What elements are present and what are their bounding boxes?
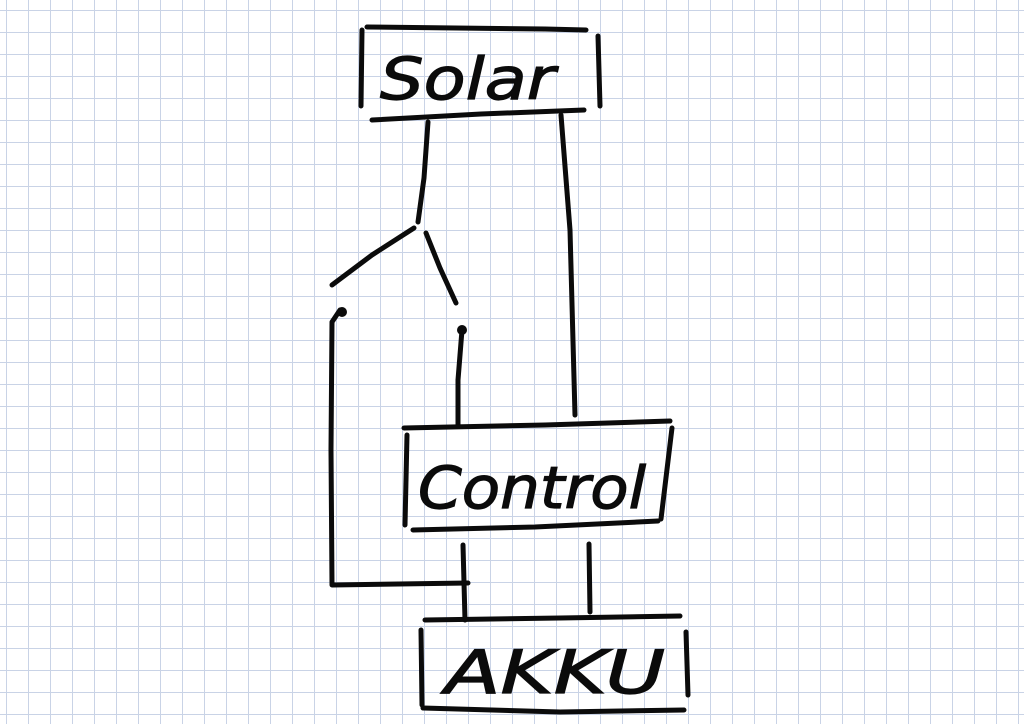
solar-box-top [364, 24, 589, 33]
control-wire-left [460, 542, 468, 623]
solar-wire-left [415, 119, 431, 225]
switch-arm-right [423, 230, 459, 306]
control-box-top [401, 418, 673, 431]
solar-box-right [595, 33, 603, 109]
contact-to-control-wire [455, 327, 465, 428]
akku-box-top [422, 613, 683, 623]
control-box-right [658, 425, 675, 522]
switch [329, 225, 467, 335]
control-box-bottom [410, 518, 661, 533]
control-wire-right [586, 541, 593, 615]
control-block: Control [401, 418, 675, 533]
akku-label: AKKU [440, 638, 665, 708]
solar-wire-right [558, 112, 578, 418]
akku-block: AKKU [418, 613, 691, 715]
control-label: Control [418, 454, 646, 522]
control-box-left [402, 432, 410, 528]
bypass-wire [328, 307, 471, 588]
akku-box-bottom [420, 705, 687, 715]
solar-block: Solar [358, 24, 603, 123]
solar-label: Solar [380, 45, 559, 113]
akku-box-right [683, 629, 691, 698]
solar-box-bottom [369, 107, 587, 123]
switch-arm-left [329, 225, 417, 288]
solar-box-left [358, 27, 365, 109]
akku-box-left [418, 627, 425, 708]
